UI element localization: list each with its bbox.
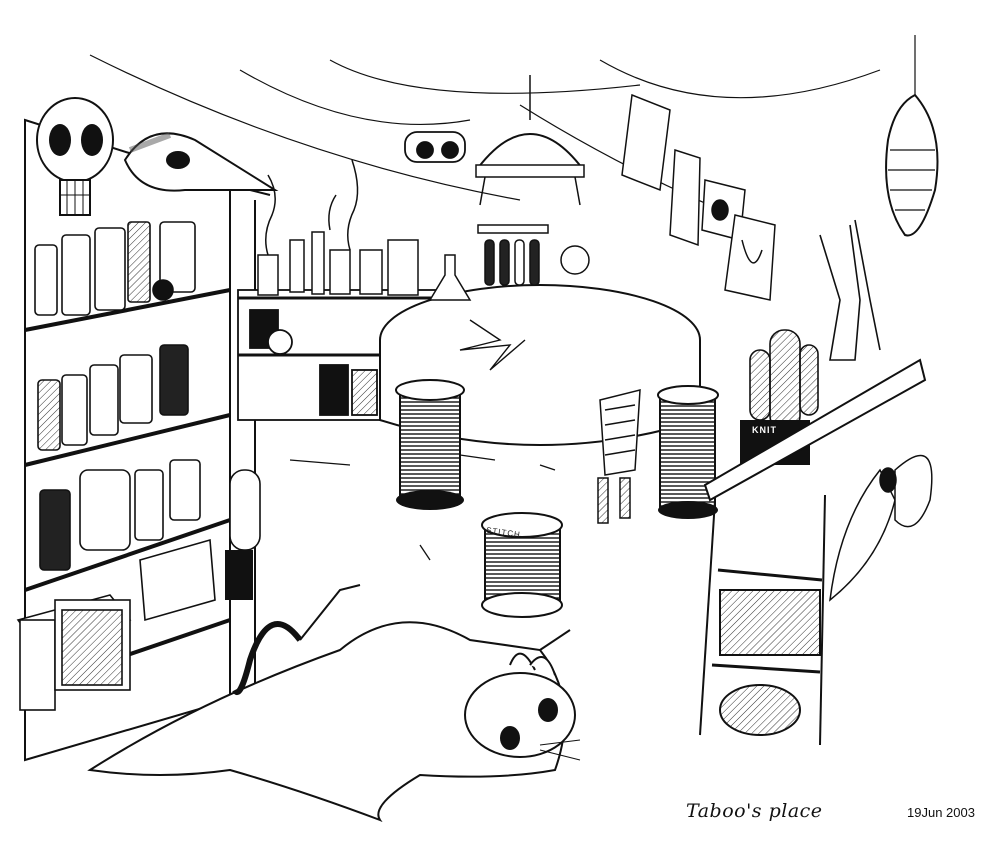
spool-right — [657, 385, 719, 519]
box-label: KNIT — [752, 425, 777, 435]
date-caption: 19Jun 2003 — [907, 805, 975, 820]
skull-large — [36, 97, 114, 216]
moth — [829, 454, 933, 602]
title-caption: Taboo's place — [686, 800, 823, 822]
test-tube-rack — [477, 224, 549, 286]
hanging-cocoon — [885, 93, 939, 237]
right-side-table — [699, 358, 927, 746]
scattered-pins — [289, 454, 556, 561]
spool-left — [395, 379, 465, 510]
small-cactus — [225, 469, 261, 600]
bird-skull — [123, 132, 279, 192]
pincushion-dome — [475, 75, 585, 206]
boxes-bottom-left — [16, 538, 216, 711]
flask — [428, 245, 590, 301]
specimen-jars-left — [34, 221, 201, 571]
spool-front — [481, 512, 563, 618]
goggles — [404, 131, 466, 163]
rat-head — [464, 652, 581, 761]
hanging-drawings — [621, 93, 776, 301]
skeleton-hands — [819, 219, 881, 361]
candles — [257, 159, 419, 296]
striped-figure — [597, 389, 641, 524]
rat-rug — [87, 584, 571, 823]
